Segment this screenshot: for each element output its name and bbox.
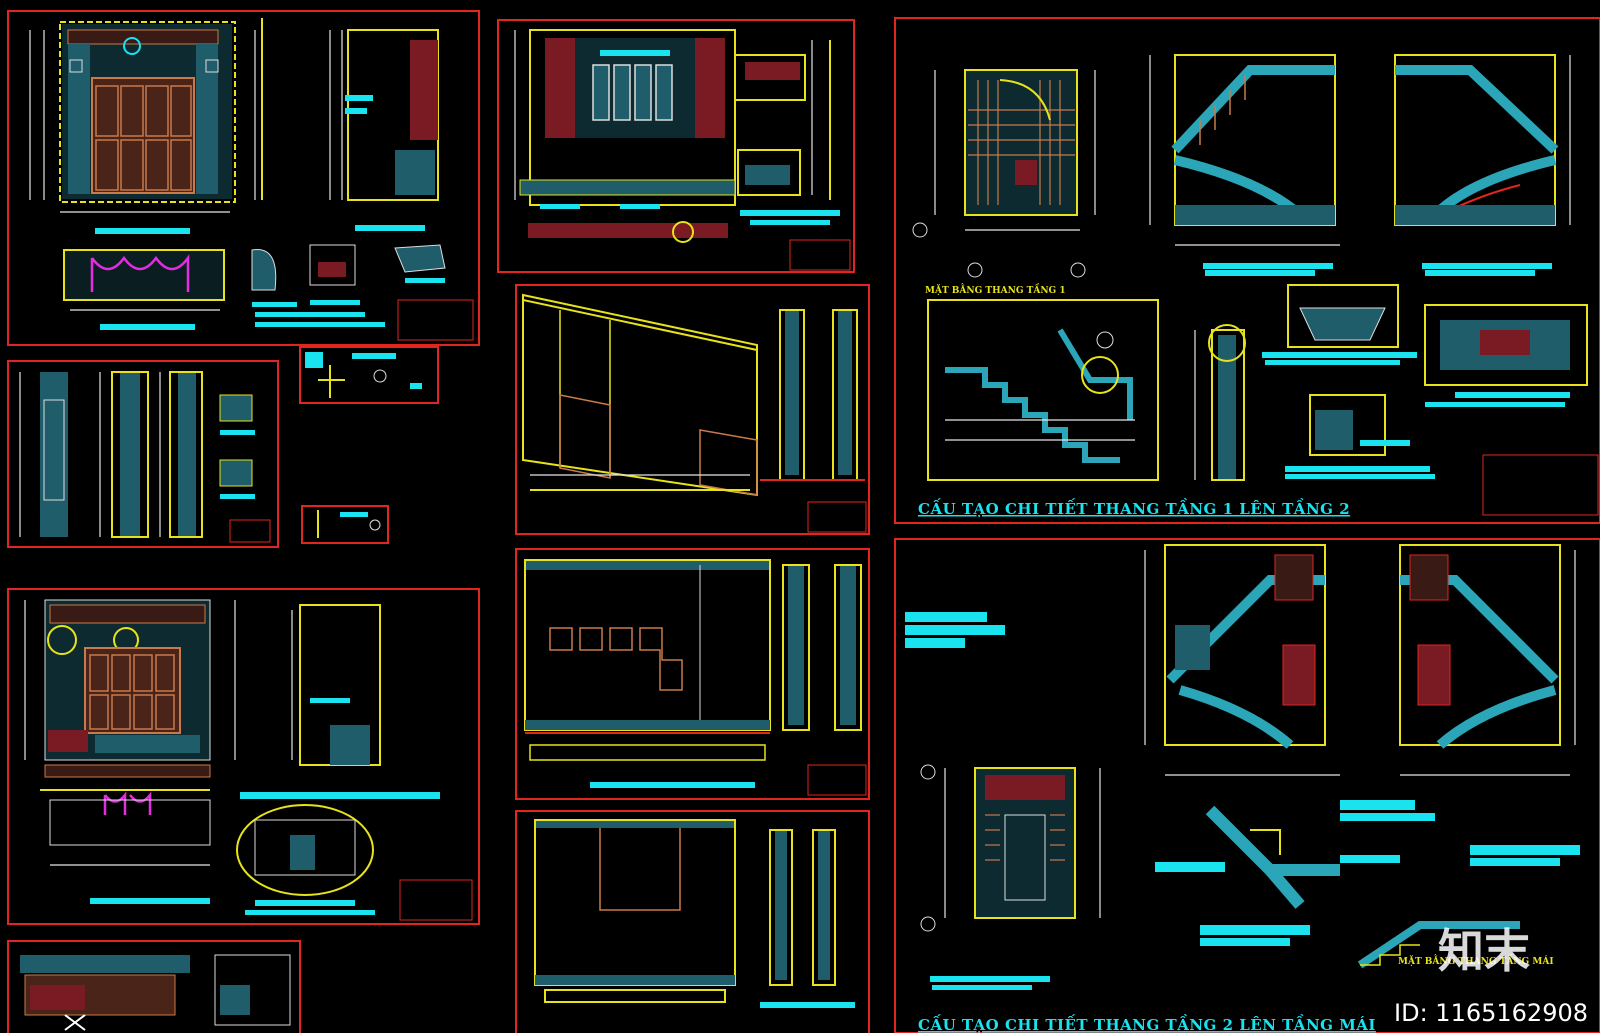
sheet-stair-2-to-roof: MẶT BẰNG THANG TẦNG MÁI CẤU TẠO CHI TIẾT… bbox=[894, 538, 1600, 1033]
sheet-small-detail-a bbox=[299, 346, 439, 404]
sheet-wall-elevation bbox=[515, 284, 870, 535]
sheet-cabinet-elevation bbox=[497, 19, 855, 273]
stair-plan-label-1: MẶT BẰNG THANG TẦNG 1 bbox=[925, 283, 1066, 296]
sheet-door-elevation-2 bbox=[7, 588, 480, 925]
sheet-column-details bbox=[7, 360, 279, 548]
stair-plan-label-2: MẶT BẰNG THANG TẦNG MÁI bbox=[1398, 954, 1554, 967]
watermark-id: ID: 1165162908 bbox=[1394, 999, 1588, 1027]
drawing-title-stair-1-to-2: CẤU TẠO CHI TIẾT THANG TẦNG 1 LÊN TẦNG 2 bbox=[918, 498, 1350, 518]
sheet-stair-1-to-2: MẶT BẰNG THANG TẦNG 1 bbox=[894, 17, 1600, 524]
sheet-ceiling-plan bbox=[515, 810, 870, 1033]
watermark-logo: 知末 bbox=[1438, 924, 1530, 978]
sheet-door-elevation bbox=[7, 10, 480, 346]
sheet-plan-view bbox=[515, 548, 870, 800]
drawing-title-stair-2-to-roof: CẤU TẠO CHI TIẾT THANG TẦNG 2 LÊN TẦNG M… bbox=[918, 1014, 1376, 1033]
sheet-small-detail-b bbox=[301, 505, 389, 544]
sheet-bottom-left bbox=[7, 940, 301, 1033]
